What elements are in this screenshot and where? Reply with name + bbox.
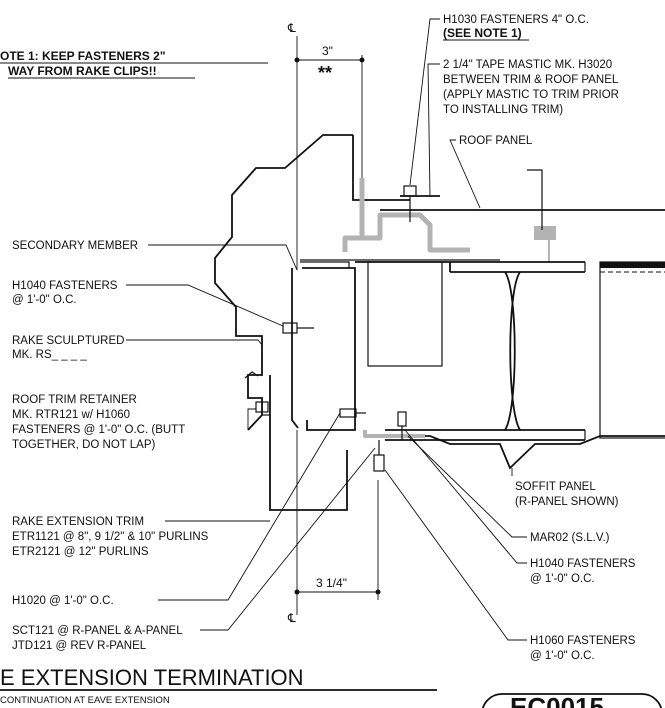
label-mastic-4: TO INSTALLING TRIM) <box>443 104 563 116</box>
label-rake-sculptured-1: RAKE SCULPTURED <box>12 335 124 347</box>
rake-clip-gray-return <box>342 235 362 252</box>
leader-mar02 <box>407 435 527 538</box>
label-mastic-1: 2 1/4" TAPE MASTIC MK. H3020 <box>443 59 612 71</box>
label-mar02: MAR02 (S.L.V.) <box>530 532 610 544</box>
panel-high-rib <box>527 169 543 230</box>
secondary-member-top-lip <box>300 261 350 268</box>
label-roof-trim-retainer-3: FASTENERS @ 1'-0" O.C. (BUTT <box>12 424 185 436</box>
beam-web-curve-right <box>509 271 521 431</box>
rake-sculptured-outline <box>214 134 353 431</box>
dimension-bottom-value: 3 1/4" <box>316 576 347 590</box>
beam-web-window <box>367 261 443 367</box>
label-soffit-2: (R-PANEL SHOWN) <box>515 496 619 508</box>
label-h1040-right-1: H1040 FASTENERS <box>530 558 636 570</box>
label-rake-extension-1: RAKE EXTENSION TRIM <box>12 516 144 528</box>
leader-secondary-member <box>148 244 298 271</box>
label-sct121-1: SCT121 @ R-PANEL & A-PANEL <box>12 625 183 637</box>
note1-line1: OTE 1: KEEP FASTENERS 2" <box>0 49 166 63</box>
leader-retainer <box>247 408 256 430</box>
label-rake-sculptured-2: MK. RS_ _ _ _ <box>12 349 87 361</box>
rake-extension-trim <box>269 375 348 511</box>
label-h1060-2: @ 1'-0" O.C. <box>530 650 595 662</box>
dimension-top-marker: ** <box>318 63 332 83</box>
next-member <box>599 261 665 439</box>
leader-roof-panel <box>449 139 481 209</box>
label-rake-extension-3: ETR2121 @ 12" PURLINS <box>12 546 149 558</box>
dimension-top-value: 3" <box>322 44 333 58</box>
label-h1060-1: H1060 FASTENERS <box>530 635 636 647</box>
soffit-panel <box>375 435 665 470</box>
panel-clip-gray <box>534 226 556 240</box>
label-sct121-2: JTD121 @ REV R-PANEL <box>12 640 147 652</box>
h1040-right-fastener <box>397 411 407 427</box>
leader-rake-sculptured <box>126 339 263 346</box>
label-roof-trim-retainer-4: TOGETHER, DO NOT LAP) <box>12 439 156 451</box>
mar02-gray <box>363 430 425 438</box>
leader-sct121 <box>200 447 376 631</box>
leader-lines <box>126 18 527 641</box>
rake-top-return <box>352 135 410 201</box>
leader-h1060 <box>384 469 527 641</box>
secondary-member-web <box>291 268 299 429</box>
label-roof-trim-retainer-2: MK. RTR121 w/ H1060 <box>12 409 130 421</box>
h1040-left-fastener <box>282 322 298 334</box>
detail-subtitle: CONTINUATION AT EAVE EXTENSION <box>0 695 170 706</box>
h1030-fastener-head <box>403 185 417 197</box>
detail-id-badge <box>481 693 663 708</box>
leader-mastic <box>427 63 440 197</box>
leader-h1030 <box>409 18 440 186</box>
label-roof-panel: ROOF PANEL <box>459 135 533 147</box>
beam-web-curve-left <box>504 271 516 431</box>
centerline-symbol-top: ℄ <box>287 21 296 35</box>
label-h1030-2: (SEE NOTE 1) <box>443 26 522 40</box>
leader-h1020 <box>158 412 341 601</box>
dimension-dot <box>294 589 300 595</box>
trim-retainer-fastener <box>255 401 269 413</box>
label-soffit-1: SOFFIT PANEL <box>515 481 596 493</box>
label-roof-trim-retainer-1: ROOF TRIM RETAINER <box>12 394 137 406</box>
dimension-dot <box>294 57 300 63</box>
rake-break-mark <box>244 371 259 379</box>
label-h1040-right-2: @ 1'-0" O.C. <box>530 573 595 585</box>
leader-h1040-left <box>126 284 284 327</box>
centerline-symbol-bottom: ℄ <box>287 611 296 625</box>
label-rake-extension-2: ETR1121 @ 8", 9 1/2" & 10" PURLINS <box>12 531 209 543</box>
label-h1020: H1020 @ 1'-0" O.C. <box>12 595 114 607</box>
detail-id: EC0015 <box>510 692 604 708</box>
note1-line2: WAY FROM RAKE CLIPS!! <box>8 64 157 78</box>
leader-h1040-right <box>404 429 527 564</box>
label-mastic-2: BETWEEN TRIM & ROOF PANEL <box>443 74 619 86</box>
label-mastic-3: (APPLY MASTIC TO TRIM PRIOR <box>443 89 619 101</box>
label-h1040-left-1: H1040 FASTENERS <box>12 280 118 292</box>
rake-clip-gray <box>359 178 470 253</box>
label-h1030-1: H1030 FASTENERS 4" O.C. <box>443 14 589 26</box>
detail-title: E EXTENSION TERMINATION <box>0 665 304 690</box>
h1020-fastener <box>339 408 357 418</box>
secondary-member-flange <box>302 267 356 431</box>
label-secondary-member: SECONDARY MEMBER <box>12 240 138 252</box>
label-h1040-left-2: @ 1'-0" O.C. <box>12 294 77 306</box>
h1060-fastener <box>373 454 385 472</box>
next-member-flange <box>600 262 665 268</box>
